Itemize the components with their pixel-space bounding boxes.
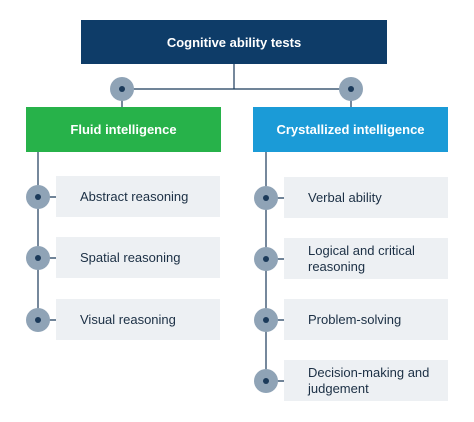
node-dot [263, 195, 269, 201]
item-label: Problem-solving [308, 311, 402, 327]
root-node-cognitive-ability-tests: Cognitive ability tests [81, 20, 387, 64]
item-spatial-reasoning: Spatial reasoning [56, 237, 220, 278]
item-problem-solving: Problem-solving [284, 299, 448, 340]
node-dot [263, 256, 269, 262]
branch-label: Fluid intelligence [70, 122, 177, 137]
item-label: Abstract reasoning [80, 188, 189, 204]
node-dot [119, 86, 125, 92]
root-node-label: Cognitive ability tests [166, 34, 302, 50]
node-dot [263, 317, 269, 323]
item-decision-making-judgement: Decision-making and judgement [284, 360, 448, 401]
item-label: Logical and critical reasoning [308, 242, 415, 274]
node-dot [35, 317, 41, 323]
item-label: Decision-making and judgement [308, 364, 430, 396]
item-label: Spatial reasoning [80, 249, 181, 265]
node-dot [35, 255, 41, 261]
item-abstract-reasoning: Abstract reasoning [56, 176, 220, 217]
item-label: Visual reasoning [80, 311, 176, 327]
branch-label: Crystallized intelligence [276, 122, 425, 137]
item-label: Verbal ability [308, 189, 382, 205]
branch-fluid-intelligence: Fluid intelligence [26, 107, 221, 152]
node-dot [348, 86, 354, 92]
node-dot [35, 194, 41, 200]
item-visual-reasoning: Visual reasoning [56, 299, 220, 340]
node-dot [263, 378, 269, 384]
item-verbal-ability: Verbal ability [284, 177, 448, 218]
item-logical-critical-reasoning: Logical and critical reasoning [284, 238, 448, 279]
branch-crystallized-intelligence: Crystallized intelligence [253, 107, 448, 152]
